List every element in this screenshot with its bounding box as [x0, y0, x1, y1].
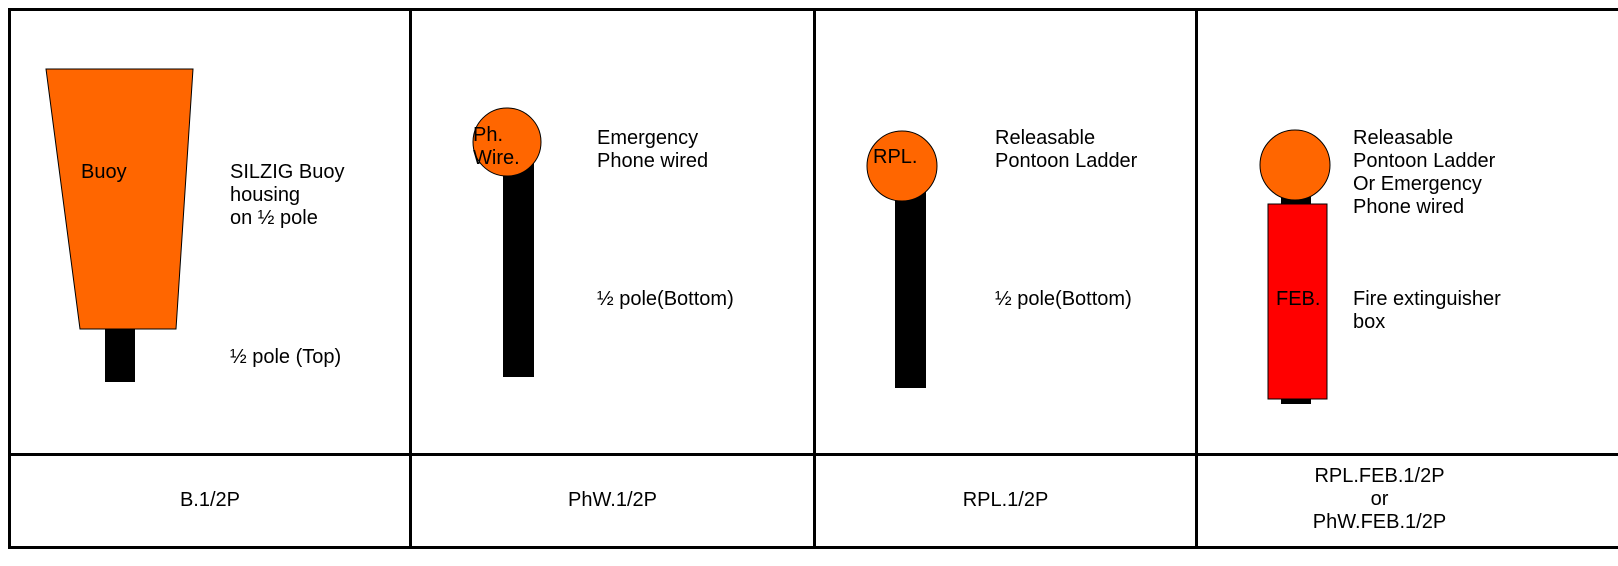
code-phone-wired: PhW.1/2P	[568, 489, 657, 511]
pontoon-ladder-pole-icon	[866, 130, 938, 388]
feb-box-shape	[1267, 203, 1328, 400]
table-column-divider-1	[409, 8, 412, 549]
buoy-pole-description: ½ pole (Top)	[230, 346, 342, 368]
ladder-pole-shape	[895, 186, 926, 388]
buoy-housing-icon	[45, 68, 194, 382]
buoy-pole-top-shape	[105, 326, 135, 382]
fire-extinguisher-box-pole-icon	[1259, 129, 1331, 404]
code-pontoon-ladder: RPL.1/2P	[962, 489, 1049, 511]
table-border-left	[8, 8, 11, 549]
phone-wired-pole-icon	[472, 107, 542, 377]
phone-pole-shape	[503, 163, 534, 377]
feb-head-shape	[1259, 129, 1331, 201]
feb-head-description: Releasable Pontoon Ladder Or Emergency P…	[1353, 127, 1496, 218]
code-buoy: B.1/2P	[179, 489, 241, 511]
legend-cell-pontoon-ladder: RPL. Releasable Pontoon Ladder ½ pole(Bo…	[816, 11, 1195, 453]
buoy-body-shape	[45, 68, 194, 330]
legend-cell-buoy: Buoy SILZIG Buoy housing on ½ pole ½ pol…	[11, 11, 409, 453]
code-fire-extinguisher: RPL.FEB.1/2P or PhW.FEB.1/2P	[1312, 465, 1447, 533]
ladder-pole-description: ½ pole(Bottom)	[995, 288, 1132, 310]
table-column-divider-2	[813, 8, 816, 549]
table-column-divider-3	[1195, 8, 1198, 549]
legend-cell-fire-extinguisher: FEB. Releasable Pontoon Ladder Or Emerge…	[1198, 11, 1618, 453]
legend-cell-phone-wired: Ph. Wire. Emergency Phone wired ½ pole(B…	[412, 11, 813, 453]
feb-inner-label: FEB.	[1276, 288, 1321, 310]
phone-head-shape	[472, 107, 542, 177]
phone-inner-label: Ph. Wire.	[473, 124, 520, 169]
buoy-description: SILZIG Buoy housing on ½ pole	[230, 161, 345, 229]
feb-box-description: Fire extinguisher box	[1353, 288, 1501, 333]
phone-description: Emergency Phone wired	[597, 127, 709, 172]
ladder-inner-label: RPL.	[873, 146, 918, 168]
buoy-inner-label: Buoy	[81, 161, 127, 183]
ladder-head-shape	[866, 130, 938, 202]
phone-pole-description: ½ pole(Bottom)	[597, 288, 734, 310]
ladder-description: Releasable Pontoon Ladder	[995, 127, 1138, 172]
